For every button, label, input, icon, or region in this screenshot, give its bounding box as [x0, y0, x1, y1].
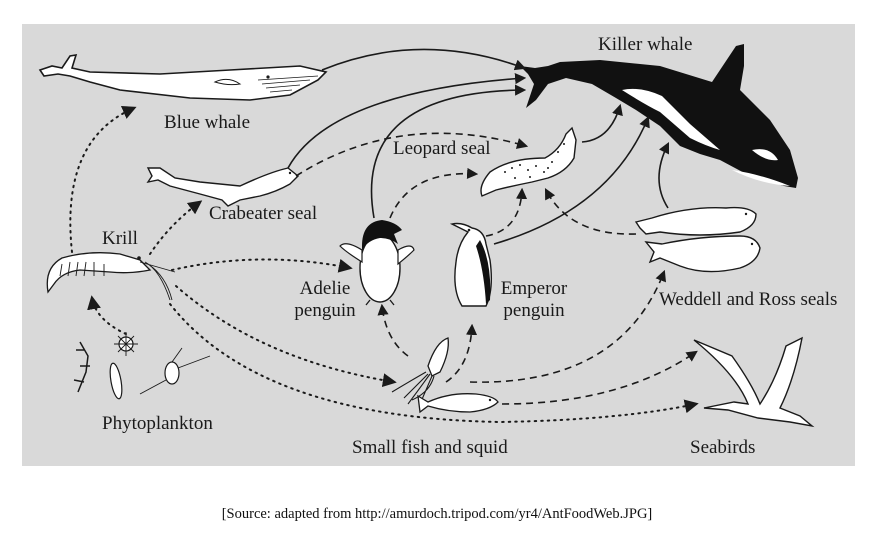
label-krill: Krill — [102, 228, 138, 249]
link-adelie-penguin-to-killer-whale — [370, 84, 527, 219]
link-blue-whale-to-killer-whale — [321, 48, 527, 71]
label-seabirds: Seabirds — [690, 437, 756, 458]
emperor-penguin-illustration — [449, 222, 493, 307]
link-fish-squid-to-emperor-penguin — [445, 323, 478, 383]
label-emperor-line2: penguin — [503, 300, 565, 321]
link-leopard-seal-to-killer-whale — [581, 103, 623, 143]
label-phytoplankton: Phytoplankton — [102, 413, 213, 434]
label-adelie-line1: Adelie — [299, 278, 351, 299]
killer-whale-illustration — [520, 44, 798, 188]
label-small-fish-squid: Small fish and squid — [352, 437, 508, 458]
squid-illustration — [391, 337, 449, 405]
blue-whale-illustration — [38, 53, 328, 101]
link-crabeater-seal-to-killer-whale — [287, 73, 527, 169]
leopard-seal-illustration — [480, 126, 577, 197]
link-fish-squid-to-seabirds — [501, 350, 698, 405]
link-emperor-penguin-to-leopard-seal — [485, 187, 528, 237]
krill-illustration — [46, 252, 176, 301]
link-krill-to-seabirds — [169, 303, 699, 424]
label-blue-whale: Blue whale — [164, 112, 251, 133]
link-krill-to-crabeater-seal — [149, 200, 203, 255]
label-emperor-penguin: Emperor penguin — [495, 278, 573, 322]
adelie-penguin-illustration — [339, 220, 415, 306]
small-fish-illustration — [417, 393, 499, 414]
link-weddell-ross-seals-to-killer-whale — [658, 141, 670, 209]
weddell-ross-seals-illustration — [634, 206, 761, 273]
link-krill-to-blue-whale — [69, 106, 137, 253]
link-fish-squid-to-weddell-ross-seals — [469, 269, 666, 383]
link-fish-squid-to-adelie-penguin — [377, 303, 409, 357]
link-adelie-penguin-to-leopard-seal — [389, 167, 479, 219]
label-crabeater-seal: Crabeater seal — [209, 203, 318, 224]
link-weddell-ross-seals-to-leopard-seal — [544, 188, 637, 235]
label-killer-whale: Killer whale — [598, 34, 693, 55]
phytoplankton-illustration — [73, 332, 211, 400]
label-emperor-line1: Emperor — [500, 278, 568, 299]
link-emperor-penguin-to-killer-whale — [493, 115, 650, 245]
crabeater-seal-illustration — [146, 167, 300, 207]
label-leopard-seal: Leopard seal — [393, 138, 491, 159]
link-phytoplankton-to-krill — [87, 295, 127, 335]
label-adelie-line2: penguin — [294, 300, 356, 321]
label-adelie-penguin: Adelie penguin — [286, 278, 364, 322]
link-crabeater-seal-to-leopard-seal — [295, 132, 529, 177]
seabird-illustration — [693, 336, 815, 428]
link-krill-to-adelie-penguin — [171, 258, 353, 273]
link-krill-to-fish-squid — [175, 285, 397, 388]
label-weddell-ross-seals: Weddell and Ross seals — [659, 289, 838, 310]
source-caption: [Source: adapted from http://amurdoch.tr… — [221, 506, 653, 522]
